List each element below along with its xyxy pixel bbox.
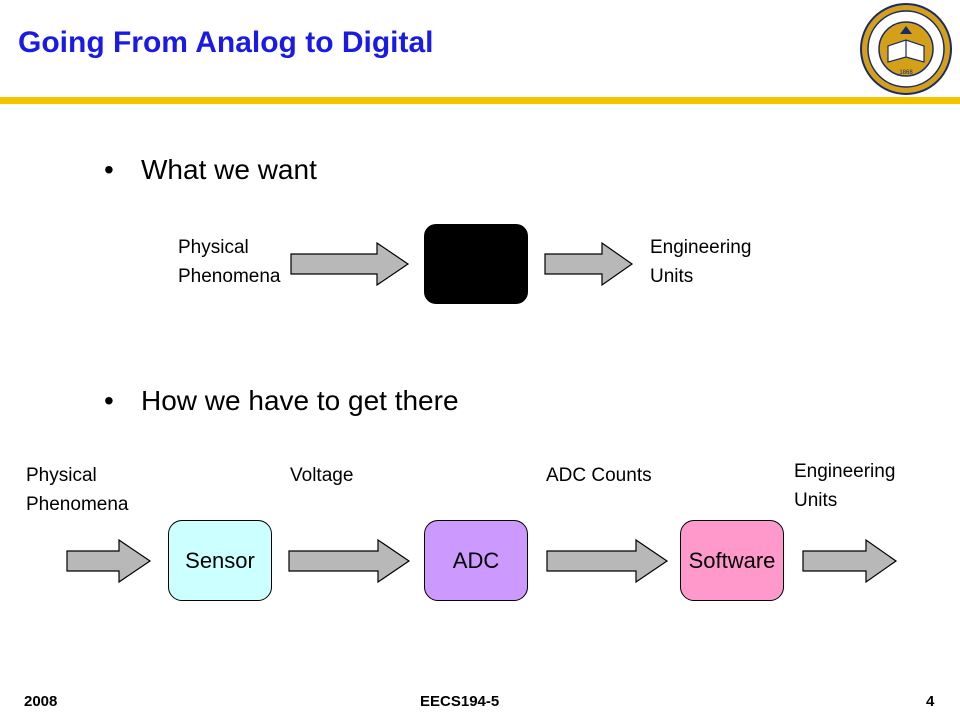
footer-page-number: 4: [926, 693, 935, 710]
bullet-item: • What we want: [104, 154, 317, 186]
black-box-block: [424, 224, 528, 304]
bullet-text: How we have to get there: [141, 385, 459, 416]
bottom-output-arrow: [802, 538, 898, 584]
adc-block: ADC: [424, 520, 528, 601]
university-seal-logo: 1868: [860, 3, 952, 95]
bottom-input-label-line1: Physical: [26, 465, 97, 486]
top-input-label: Physical Phenomena: [178, 233, 280, 291]
bullet-text: What we want: [141, 154, 317, 185]
bullet-icon: •: [104, 154, 114, 185]
bottom-input-label: Physical Phenomena: [26, 461, 128, 519]
slide-title: Going From Analog to Digital: [18, 26, 434, 59]
bottom-output-label-line1: Engineering: [794, 461, 896, 482]
voltage-arrow: [288, 538, 411, 584]
bottom-input-label-line2: Phenomena: [26, 494, 129, 515]
top-output-label-line2: Units: [650, 266, 694, 287]
title-underline-rule: [0, 97, 960, 104]
top-output-label-line1: Engineering: [650, 237, 752, 258]
footer-course: EECS194-5: [420, 693, 500, 710]
sensor-block: Sensor: [168, 520, 272, 601]
adc-counts-label: ADC Counts: [546, 465, 652, 486]
top-input-label-line1: Physical: [178, 237, 249, 258]
bottom-output-label-line2: Units: [794, 490, 838, 511]
bottom-input-arrow: [66, 538, 152, 584]
top-input-label-line2: Phenomena: [178, 266, 281, 287]
top-output-label: Engineering Units: [650, 233, 751, 291]
adc-counts-arrow: [546, 538, 669, 584]
top-input-arrow: [290, 241, 410, 287]
svg-text:1868: 1868: [899, 70, 913, 76]
voltage-label: Voltage: [290, 465, 354, 486]
bullet-icon: •: [104, 385, 114, 416]
footer-year: 2008: [24, 693, 58, 710]
bullet-item: • How we have to get there: [104, 385, 459, 417]
software-block: Software: [680, 520, 784, 601]
bottom-output-label: Engineering Units: [794, 457, 895, 515]
top-output-arrow: [544, 241, 634, 287]
